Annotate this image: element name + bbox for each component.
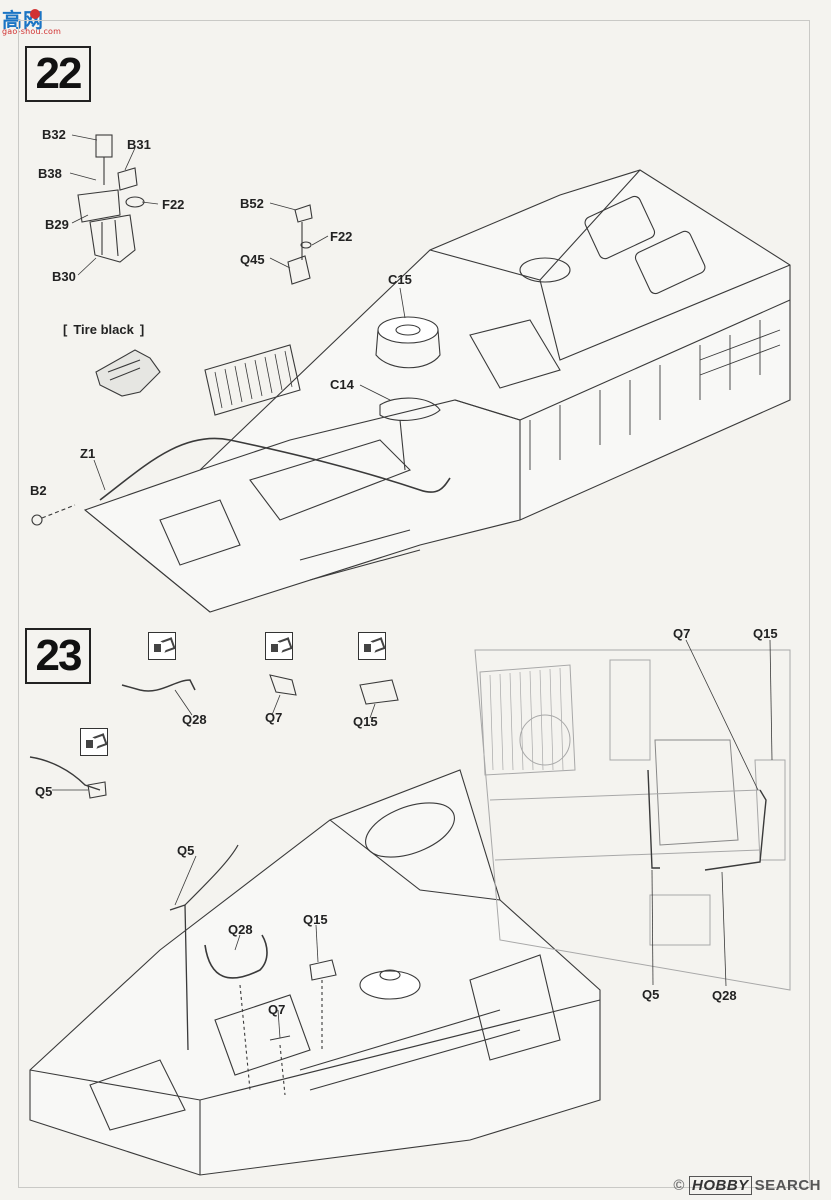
- logo-url: gao-shou.com: [2, 27, 62, 36]
- copyright-icon: ©: [673, 1177, 685, 1194]
- part-label-q15: Q15: [303, 912, 328, 927]
- detail-new-parts: [647, 769, 767, 871]
- watermark-text: SEARCH: [754, 1177, 821, 1194]
- part-tire: [95, 349, 161, 397]
- part-label-b30: B30: [52, 269, 76, 284]
- part-label-z1: Z1: [80, 446, 96, 461]
- part-label-f22: F22: [162, 197, 185, 212]
- cement-icon: [358, 632, 386, 660]
- part-label-f22: F22: [330, 229, 353, 244]
- part-label-b38: B38: [38, 166, 62, 181]
- paint-note-tire-black: [ Tire black]: [63, 322, 144, 337]
- step-number-22: 22: [25, 46, 91, 102]
- paint-note-text: Tire black: [73, 322, 134, 337]
- part-label-q28: Q28: [182, 712, 207, 727]
- part-label-q15: Q15: [353, 714, 378, 729]
- part-label-b52: B52: [240, 196, 264, 211]
- part-label-b31: B31: [127, 137, 151, 152]
- page-frame: [18, 20, 810, 1188]
- detail-label-q7: Q7: [673, 626, 691, 641]
- paint-bracket-open: [: [63, 322, 68, 337]
- detail-label-q28: Q28: [712, 988, 737, 1003]
- part-label-q28: Q28: [228, 922, 253, 937]
- glue-parts-23: [29, 674, 399, 799]
- part-label-q7: Q7: [265, 710, 283, 725]
- detail-view-ghost: [474, 649, 791, 991]
- cement-icon: [80, 728, 108, 756]
- logo-dot-icon: [30, 9, 40, 19]
- part-label-c15: C15: [388, 272, 412, 287]
- step-number-23: 23: [25, 628, 91, 684]
- c15-dome: [375, 316, 441, 369]
- part-label-q7: Q7: [268, 1002, 286, 1017]
- part-cluster-b52: [287, 204, 313, 285]
- part-label-c14: C14: [330, 377, 354, 392]
- part-label-q5: Q5: [35, 784, 53, 799]
- hull-22: [83, 169, 791, 613]
- part-cluster-b: [77, 134, 145, 263]
- cement-icon: [265, 632, 293, 660]
- hull-23: [29, 769, 601, 1176]
- part-label-b32: B32: [42, 127, 66, 142]
- part-label-b2: B2: [30, 483, 47, 498]
- cement-icon: [148, 632, 176, 660]
- watermark-brand: HOBBY: [688, 1176, 752, 1195]
- detail-label-q15: Q15: [753, 626, 778, 641]
- part-label-b29: B29: [45, 217, 69, 232]
- leader-lines: [52, 134, 773, 1039]
- paint-bracket-close: ]: [139, 322, 145, 337]
- detail-label-q5: Q5: [642, 987, 660, 1002]
- part-label-q5: Q5: [177, 843, 195, 858]
- part-label-q45: Q45: [240, 252, 265, 267]
